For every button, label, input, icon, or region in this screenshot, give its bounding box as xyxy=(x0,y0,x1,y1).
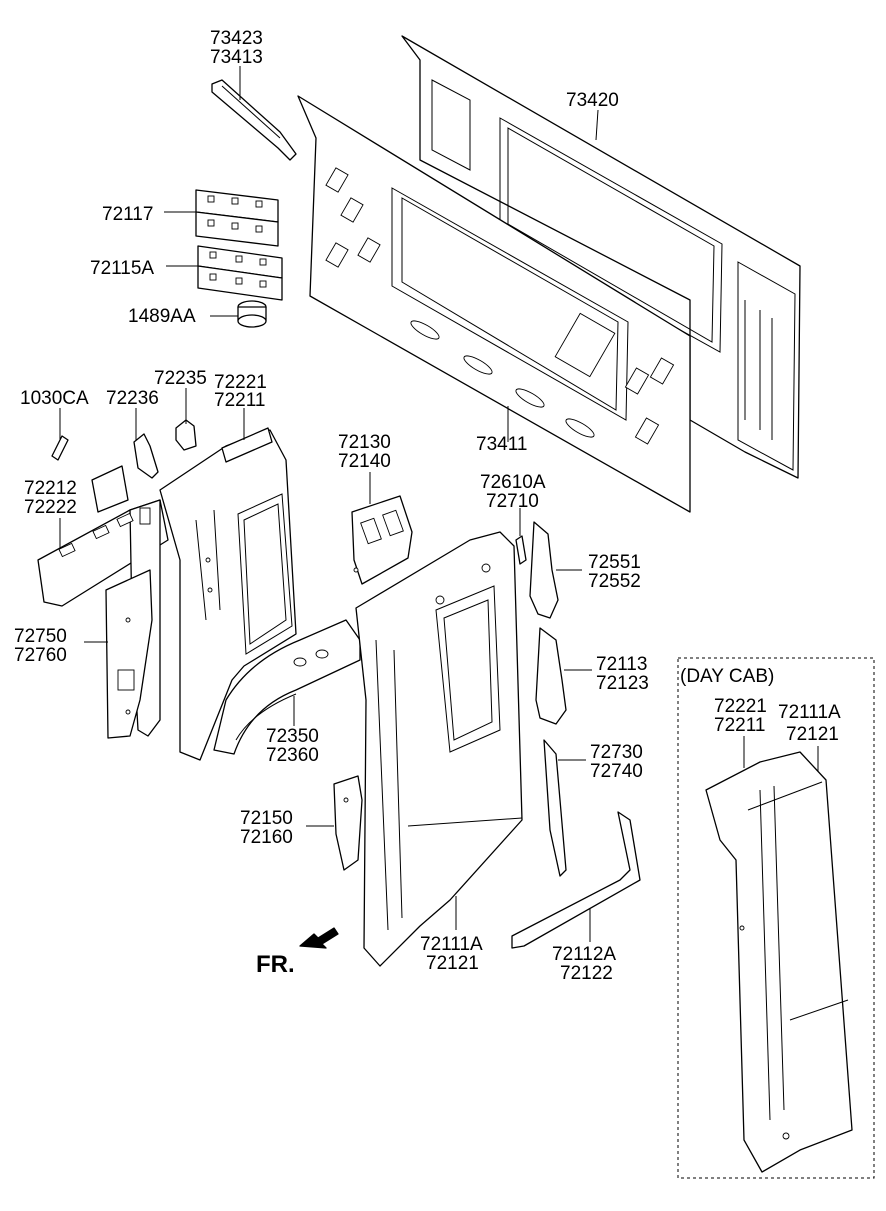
label-72730: 72730 xyxy=(590,742,643,763)
bracket-72150 xyxy=(333,775,363,871)
label-72211: 72211 xyxy=(214,390,265,411)
bracket-72130 xyxy=(351,495,413,585)
label-73420: 73420 xyxy=(566,90,619,111)
bracket-73423 xyxy=(211,79,297,161)
label-1030ca: 1030CA xyxy=(20,388,89,409)
label-1489aa: 1489AA xyxy=(128,306,196,327)
label-72710: 72710 xyxy=(486,491,539,512)
label-72750: 72750 xyxy=(14,626,67,647)
label-72112a: 72112A xyxy=(552,944,616,965)
bracket-72236 xyxy=(133,433,159,479)
label-72150: 72150 xyxy=(240,808,293,829)
daycab-label-72221: 72221 xyxy=(714,696,767,717)
label-72350: 72350 xyxy=(266,726,319,747)
label-72115a: 72115A xyxy=(90,258,154,279)
label-72160: 72160 xyxy=(240,827,293,848)
leader-lines xyxy=(59,66,599,942)
quarter-panel-72111a xyxy=(355,531,523,967)
label-72740: 72740 xyxy=(590,761,643,782)
label-72113: 72113 xyxy=(596,654,647,675)
pillar-72221 xyxy=(159,427,297,761)
inner-panel-72212 xyxy=(37,465,169,739)
label-72121: 72121 xyxy=(426,953,479,974)
bracket-72730 xyxy=(543,739,567,877)
label-72236: 72236 xyxy=(106,388,159,409)
reinforcement-72117 xyxy=(195,189,279,247)
front-direction-indicator: FR. xyxy=(256,927,339,978)
label-72130: 72130 xyxy=(338,432,391,453)
label-72360: 72360 xyxy=(266,745,319,766)
bracket-72113 xyxy=(535,627,567,725)
rail-72112a xyxy=(511,811,641,949)
daycab-label-72111a: 72111A xyxy=(778,702,841,723)
label-72140: 72140 xyxy=(338,451,391,472)
label-72610a: 72610A xyxy=(480,472,546,493)
day-cab-inset: (DAY CAB) 72221 72211 72111A 72121 xyxy=(677,657,875,1179)
label-72551: 72551 xyxy=(588,552,641,573)
bracket-72610a xyxy=(515,535,527,565)
daycab-label-72211: 72211 xyxy=(714,715,765,736)
bracket-72551 xyxy=(529,521,559,619)
label-72123: 72123 xyxy=(596,673,649,694)
label-72235: 72235 xyxy=(154,368,207,389)
label-72212: 72212 xyxy=(24,478,77,499)
part-number-labels: 73423 73413 73420 72117 72115A 1489AA 72… xyxy=(14,28,649,984)
label-72111a: 72111A xyxy=(420,934,483,955)
front-arrow-icon xyxy=(299,927,339,949)
clip-1489aa xyxy=(237,300,267,328)
label-72117: 72117 xyxy=(102,204,153,225)
bracket-72235 xyxy=(175,419,197,451)
daycab-label-72121: 72121 xyxy=(786,724,839,745)
fastener-1030ca xyxy=(51,435,69,461)
label-72760: 72760 xyxy=(14,645,67,666)
label-72122: 72122 xyxy=(560,963,613,984)
label-72222: 72222 xyxy=(24,497,77,518)
label-73423: 73423 xyxy=(210,28,263,49)
front-label: FR. xyxy=(256,951,295,978)
label-73411: 73411 xyxy=(476,434,527,455)
back-panel-inner-73411 xyxy=(297,95,691,513)
day-cab-title: (DAY CAB) xyxy=(680,666,774,687)
label-72221: 72221 xyxy=(214,372,267,393)
reinforcement-72115a xyxy=(197,245,283,301)
label-73413: 73413 xyxy=(210,47,263,68)
label-72552: 72552 xyxy=(588,571,641,592)
